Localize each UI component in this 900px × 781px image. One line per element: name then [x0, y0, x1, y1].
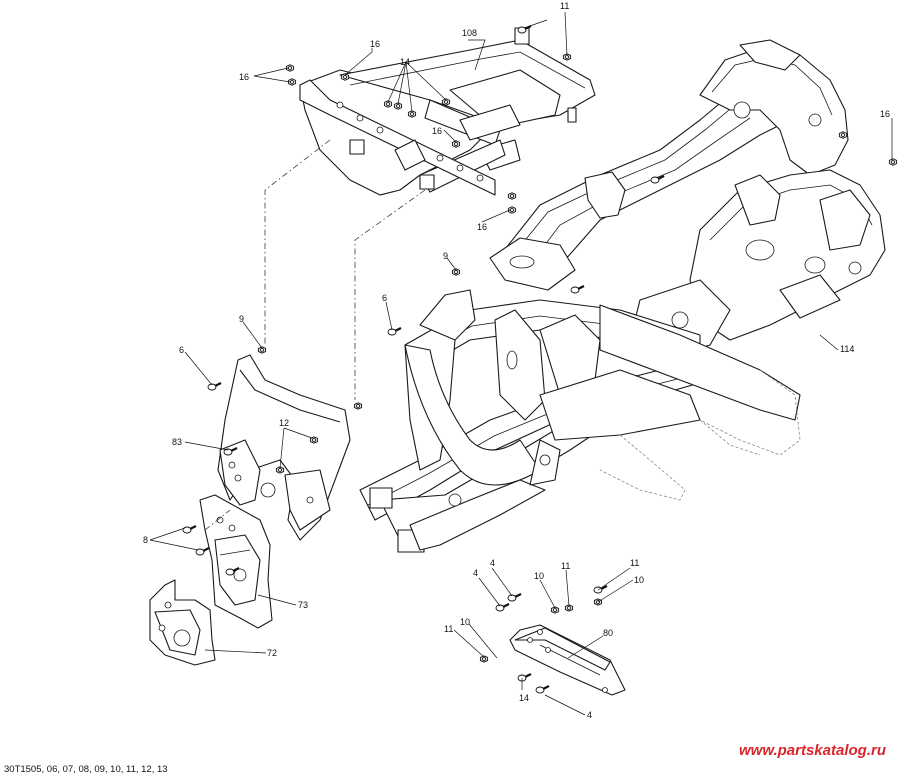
nut-hole [342, 75, 348, 79]
bracket-80 [509, 624, 626, 696]
bolt [207, 383, 217, 391]
rear-subframe [299, 27, 596, 196]
callout-16: 16 [880, 109, 890, 119]
nut-hole [289, 80, 295, 84]
callout-9: 9 [239, 314, 244, 324]
bracket-73 [199, 494, 273, 629]
bolt-shank [214, 382, 222, 387]
nut-hole [277, 468, 283, 472]
nut-hole [395, 104, 401, 108]
callout-73: 73 [298, 600, 308, 610]
bolt [650, 176, 660, 184]
main-frame [359, 39, 886, 553]
callout-9: 9 [443, 251, 448, 261]
callout-11: 11 [444, 624, 453, 634]
nut-hole [552, 608, 558, 612]
bracket-83 [217, 354, 351, 541]
bolt-shank [202, 547, 210, 552]
bolt-shank [189, 525, 197, 530]
bolt [225, 568, 235, 576]
callout-16: 16 [239, 72, 249, 82]
bolt [195, 548, 205, 556]
callout-4: 4 [473, 568, 478, 578]
nut-hole [840, 133, 846, 137]
nut-hole [566, 606, 572, 610]
callout-16: 16 [370, 39, 380, 49]
bolt-shank [514, 593, 522, 598]
callout-11: 11 [560, 1, 569, 11]
nut-hole [311, 438, 317, 442]
bracket-72 [149, 579, 216, 666]
callout-14: 14 [400, 57, 410, 67]
bolt [182, 526, 192, 534]
callout-labels: 108 11 16 16 14 16 16 16 9 6 114 9 6 12 … [143, 1, 890, 720]
bolt-shank [524, 673, 532, 678]
nut-hole [385, 102, 391, 106]
nut-hole [287, 66, 293, 70]
callout-6: 6 [179, 345, 184, 355]
callout-10: 10 [634, 575, 644, 585]
assembly-lines [204, 139, 426, 531]
bolt [517, 26, 527, 34]
callout-14: 14 [519, 693, 529, 703]
callout-10: 10 [534, 571, 544, 581]
bolt [223, 448, 233, 456]
bolt-shank [524, 25, 532, 30]
leader-lines [149, 11, 893, 716]
callout-12: 12 [279, 418, 289, 428]
nut-hole [509, 194, 515, 198]
bolt-shank [394, 327, 402, 332]
nut-hole [443, 100, 449, 104]
bolt-shank [502, 603, 510, 608]
bolt-shank [657, 175, 665, 180]
nut-hole [509, 208, 515, 212]
bolt [507, 594, 517, 602]
nut-hole [259, 348, 265, 352]
bolt-shank [542, 685, 550, 690]
callout-4: 4 [587, 710, 592, 720]
bolt-shank [600, 585, 608, 590]
nut-hole [890, 160, 896, 164]
callout-6: 6 [382, 293, 387, 303]
bolt [495, 604, 505, 612]
callout-4: 4 [490, 558, 495, 568]
nut-hole [453, 270, 459, 274]
callout-83: 83 [172, 437, 182, 447]
bolt-shank [577, 285, 585, 290]
watermark: www.partskatalog.ru [739, 742, 886, 759]
callout-72: 72 [267, 648, 277, 658]
diagram-code: 30T1505, 06, 07, 08, 09, 10, 11, 12, 13 [4, 764, 168, 775]
callout-11: 11 [561, 561, 570, 571]
callout-114: 114 [840, 344, 854, 354]
nut-hole [453, 142, 459, 146]
callout-108: 108 [462, 28, 477, 38]
callout-16: 16 [432, 126, 442, 136]
callout-16: 16 [477, 222, 487, 232]
callout-11: 11 [630, 558, 639, 568]
callout-10: 10 [460, 617, 470, 627]
nut-hole [564, 55, 570, 59]
bolt [570, 286, 580, 294]
nut-hole [409, 112, 415, 116]
callout-8: 8 [143, 535, 148, 545]
bolt-shank [230, 447, 238, 452]
bolt [535, 686, 545, 694]
callout-80: 80 [603, 628, 613, 638]
fasteners [182, 25, 898, 694]
nut-hole [355, 404, 361, 408]
nut-hole [481, 657, 487, 661]
bolt-shank [232, 567, 240, 572]
